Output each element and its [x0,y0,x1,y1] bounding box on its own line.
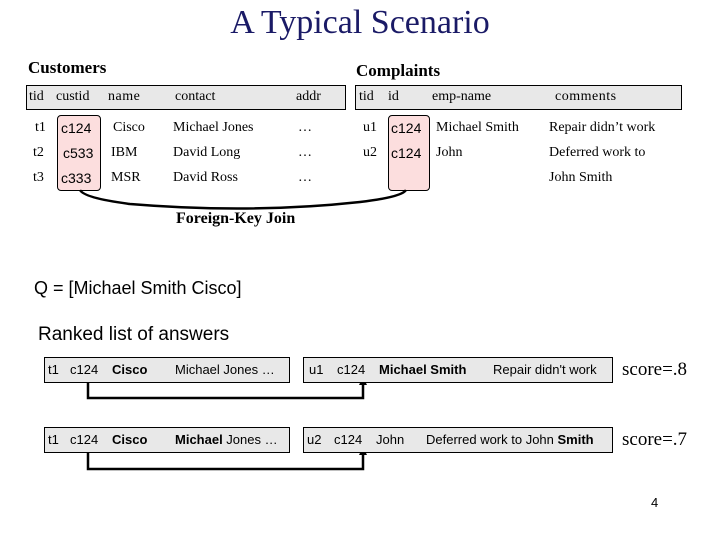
customers-col-addr: addr [296,89,321,104]
answer2-c-tid: t1 [48,432,59,447]
ranked-list-label: Ranked list of answers [38,324,230,345]
complaints-cell-comments: Deferred work to [549,145,646,160]
customers-cell-addr: … [298,120,312,135]
complaints-col-emp-name: emp-name [432,89,492,104]
slide-title: A Typical Scenario [230,4,490,41]
customers-cell-tid: t2 [33,145,44,160]
complaints-label: Complaints [356,61,441,80]
complaint-id-key-highlight [388,115,430,191]
complaints-header-bar [355,85,682,110]
complaints-cell-tid: u2 [363,145,377,160]
complaints-col-id: id [388,89,399,104]
complaints-cell-comments: John Smith [549,170,613,185]
customers-col-custid: custid [56,89,90,104]
answer2-u-tid: u2 [307,432,322,447]
complaints-cell-tid: u1 [363,120,377,135]
answer2-c-name: Cisco [112,432,148,447]
complaints-cell-emp: John [436,145,463,160]
complaints-cell-id: c124 [391,145,422,161]
answer1-u-tid: u1 [309,362,324,377]
complaints-cell-comments: Repair didn’t work [549,120,656,135]
answer1-c-tid: t1 [48,362,59,377]
answer2-u-id: c124 [334,432,363,447]
answer2-c-contact: Michael Jones … [175,432,278,447]
answer1-c-contact: Michael Jones … [175,362,275,377]
answer1-c-contact-rest: Michael Jones … [175,362,275,377]
customers-cell-custid: c333 [61,170,92,186]
customers-cell-custid: c124 [61,120,92,136]
answer1-customer-box [44,357,290,383]
answer1-score: score=.8 [622,359,688,380]
join-curve [78,189,408,210]
answer2-customer-box [44,427,290,453]
customers-col-tid: tid [29,89,44,104]
answer2-u-comment-bold: Smith [557,432,594,447]
answer2-c-contact-rest: Jones … [222,432,278,447]
answer1-u-emp: Michael Smith [379,362,467,377]
customers-label: Customers [28,58,107,77]
answer2-c-contact-bold: Michael [175,432,223,447]
answer1-link [86,377,367,400]
answer2-link [86,447,367,471]
answer2-c-id: c124 [70,432,99,447]
complaints-col-tid: tid [359,89,374,104]
answer2-u-emp: John [376,432,405,447]
answer1-complaint-box [303,357,613,383]
answer1-c-id: c124 [70,362,99,377]
complaints-col-comments: comments [555,89,617,104]
answer2-u-comment: Deferred work to John Smith [426,432,594,447]
customers-cell-contact: David Long [173,145,241,160]
customers-cell-tid: t1 [35,120,46,135]
complaints-cell-id: c124 [391,120,422,136]
customers-cell-name: IBM [111,145,138,160]
customers-cell-custid: c533 [63,145,94,161]
answer1-u-id: c124 [337,362,366,377]
answer1-c-name: Cisco [112,362,148,377]
customers-col-contact: contact [175,89,216,104]
query-text: Q = [Michael Smith Cisco] [34,278,242,298]
customers-cell-contact: David Ross [173,170,238,185]
customers-header-bar [26,85,346,110]
customers-cell-name: Cisco [113,120,145,135]
customers-cell-tid: t3 [33,170,44,185]
custid-key-highlight [57,115,101,191]
answer1-u-comment-rest: Repair didn't work [493,362,597,377]
answer2-score: score=.7 [622,429,688,450]
customers-cell-addr: … [298,145,312,160]
join-label: Foreign-Key Join [176,210,296,227]
page-number: 4 [651,495,659,510]
complaints-cell-emp: Michael Smith [436,120,519,135]
customers-col-name: name [108,89,141,104]
answer1-u-comment: Repair didn't work [493,362,597,377]
customers-cell-contact: Michael Jones [173,120,254,135]
answer2-complaint-box [303,427,613,453]
customers-cell-addr: … [298,170,312,185]
customers-cell-name: MSR [111,170,141,185]
answer2-u-comment-rest: Deferred work to John [426,432,558,447]
